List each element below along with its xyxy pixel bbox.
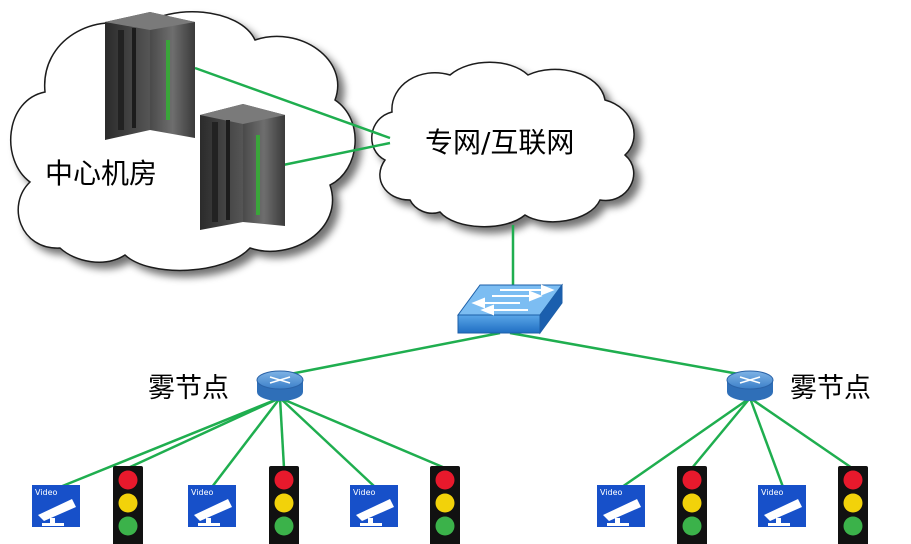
camera-icon: Video [32, 485, 80, 527]
fog-node-label-left: 雾节点 [148, 373, 229, 404]
links [59, 66, 853, 489]
traffic-light-icon [269, 466, 299, 544]
devices: Video Video Video Video Video [32, 466, 868, 544]
camera-label: Video [35, 488, 58, 497]
link-fogl-light2 [278, 397, 286, 469]
fog-node-label-right: 雾节点 [790, 373, 871, 404]
camera-label: Video [191, 488, 214, 497]
server-icon [200, 104, 285, 230]
link-fogr-cam2 [748, 397, 785, 488]
router-icon [726, 370, 774, 401]
link-fogl-cam3 [279, 397, 376, 488]
link-fogr-light2 [749, 396, 853, 470]
link-switch-fog-left [279, 331, 501, 378]
camera-icon: Video [758, 485, 806, 527]
traffic-light-icon [113, 466, 143, 544]
router-icon [256, 370, 304, 401]
link-fogl-light3 [279, 396, 446, 470]
camera-icon: Video [350, 485, 398, 527]
camera-icon: Video [188, 485, 236, 527]
link-fogl-light1 [127, 396, 281, 470]
camera-label: Video [761, 488, 784, 497]
server-icon [105, 12, 195, 140]
link-fogl-cam1 [59, 396, 281, 489]
link-fogl-cam2 [211, 397, 281, 488]
camera-label: Video [600, 488, 623, 497]
camera-icon: Video [597, 485, 645, 527]
link-server2-network [282, 141, 391, 167]
link-switch-fog-right [509, 331, 751, 378]
traffic-light-icon [838, 466, 868, 544]
traffic-light-icon [677, 466, 707, 544]
camera-label: Video [353, 488, 376, 497]
network-label: 专网/互联网 [425, 126, 574, 159]
switch-icon [457, 283, 563, 335]
datacenter-label: 中心机房 [45, 157, 157, 190]
link-server1-network [194, 66, 391, 140]
link-fogr-light1 [691, 397, 751, 469]
link-fogr-cam1 [621, 396, 751, 489]
network-cloud [371, 61, 635, 228]
traffic-light-icon [430, 466, 460, 544]
